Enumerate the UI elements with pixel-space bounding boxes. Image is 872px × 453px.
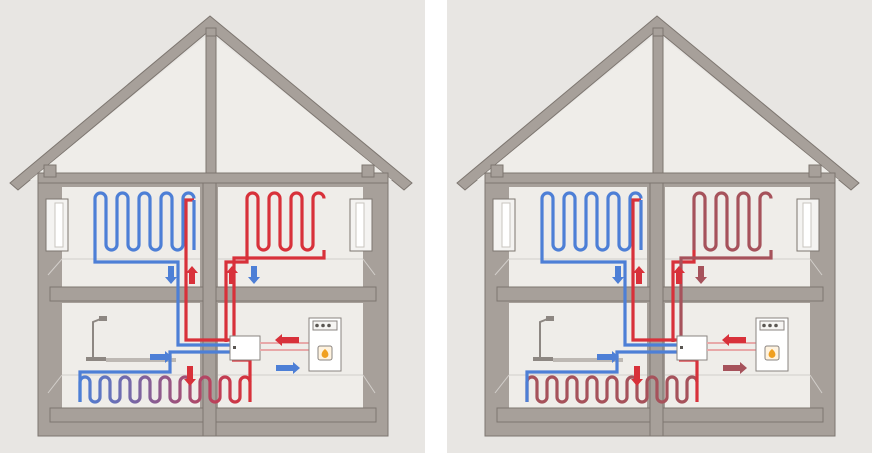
roof-post [205, 27, 217, 177]
roof-post [652, 27, 664, 177]
house-svg [0, 0, 425, 453]
boiler-control-panel [759, 320, 785, 331]
arrow-upper-left-return [165, 266, 177, 284]
house-panel-right [447, 0, 872, 453]
manifold-indicator [233, 346, 236, 349]
arrow-upper-left-supply [633, 266, 645, 284]
right-window-pane [802, 202, 812, 248]
boiler-control-panel [312, 320, 338, 331]
boiler-knob [327, 323, 331, 328]
boiler-knob [315, 323, 319, 328]
arrow-upper-right-return [248, 266, 260, 284]
arrow-boiler-return [723, 362, 747, 374]
right-window-pane [355, 202, 365, 248]
shower-head [546, 316, 554, 321]
arrow-boiler-supply [722, 334, 746, 346]
floor-heating-loop [78, 375, 252, 404]
arrow-floor-supply [631, 366, 643, 386]
shower-drain-line [553, 358, 623, 362]
upper-left-return-pipe [540, 250, 679, 347]
room-corner [47, 258, 63, 276]
upper-right-heating-loop [245, 191, 326, 252]
right-post-cap [361, 164, 375, 178]
top-plate [484, 172, 836, 184]
room-corner [362, 258, 376, 276]
upper-right-supply-pipe [671, 250, 696, 342]
arrow-floor-return [597, 351, 619, 363]
room-corner [47, 374, 63, 394]
upper-right-return-pipe [679, 250, 773, 338]
right-post-cap [808, 164, 822, 178]
shower-drain-line [106, 358, 176, 362]
left-window-pane [501, 202, 511, 248]
floor-return-pipe [78, 350, 232, 402]
left-window-pane [54, 202, 64, 248]
arrow-boiler-return [276, 362, 300, 374]
roof [456, 15, 860, 191]
upper-right-return-pipe [232, 250, 326, 338]
roof-post-cap [652, 27, 664, 37]
shower-head [99, 316, 107, 321]
arrow-upper-right-return [695, 266, 707, 284]
arrow-floor-return [150, 351, 172, 363]
house-panel-left [0, 0, 425, 453]
room-corner [809, 258, 823, 276]
upper-left-heating-loop [93, 191, 196, 252]
room-corner [362, 374, 376, 394]
flame-icon [321, 349, 329, 358]
upper-right-heating-loop [692, 191, 773, 252]
house-svg [447, 0, 872, 453]
boiler-knob [768, 323, 772, 328]
left-post-cap [43, 164, 57, 178]
roof-post-cap [205, 27, 217, 37]
boiler-knob [774, 323, 778, 328]
arrow-upper-left-return [612, 266, 624, 284]
shower-tray [86, 357, 106, 361]
upper-left-heating-loop [540, 191, 643, 252]
arrow-floor-supply [184, 366, 196, 386]
shower-tray [533, 357, 553, 361]
upper-left-return-pipe [93, 250, 232, 347]
arrow-upper-right-supply [226, 266, 238, 284]
roof [9, 15, 413, 191]
left-post-cap [490, 164, 504, 178]
upper-right-supply-pipe [224, 250, 249, 342]
top-plate [37, 172, 389, 184]
floor-heating-loop [525, 375, 699, 404]
boiler-knob [321, 323, 325, 328]
arrow-upper-right-supply [673, 266, 685, 284]
flame-icon [768, 349, 776, 358]
upper-left-supply-pipe [631, 198, 679, 342]
boiler-knob [762, 323, 766, 328]
upper-left-supply-pipe [184, 198, 232, 342]
arrow-boiler-supply [275, 334, 299, 346]
floor-return-pipe [525, 350, 679, 402]
arrow-upper-left-supply [186, 266, 198, 284]
room-corner [494, 258, 510, 276]
room-corner [494, 374, 510, 394]
room-corner [809, 374, 823, 394]
manifold-indicator [680, 346, 683, 349]
